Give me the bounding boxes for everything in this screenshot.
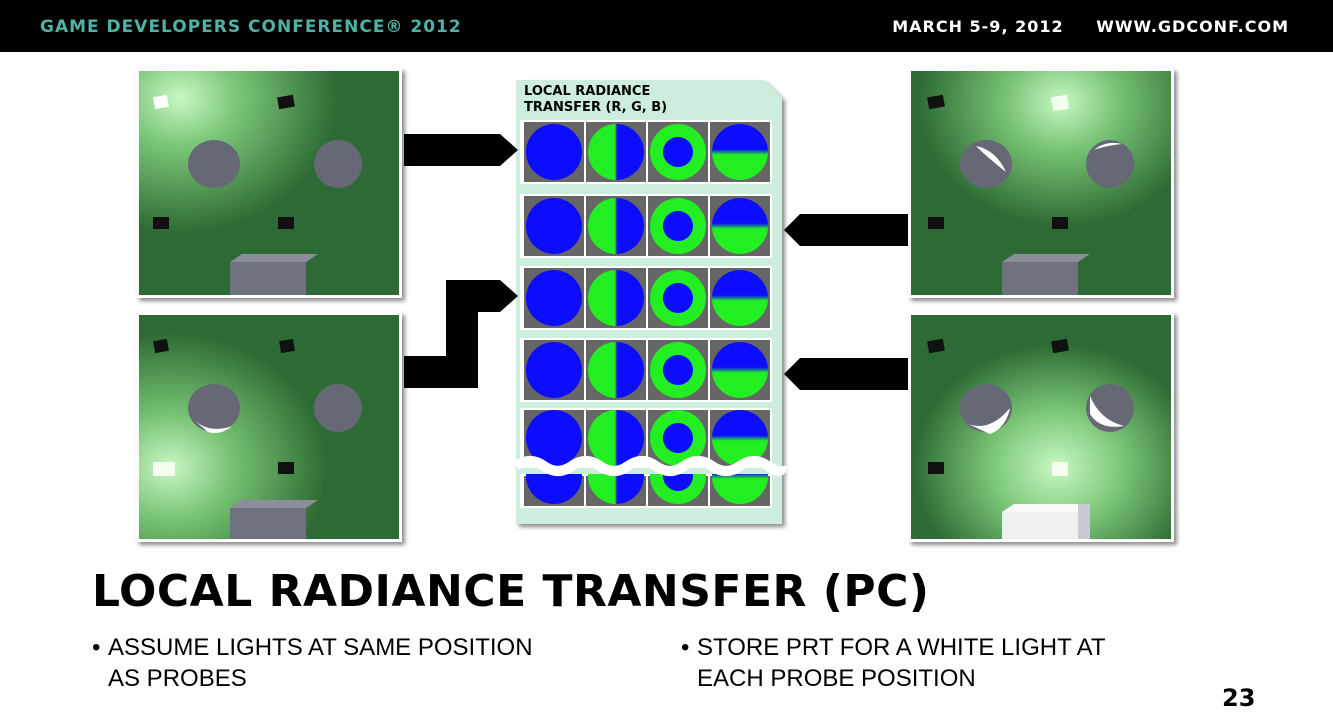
bullet-right: • STORE PRT FOR A WHITE LIGHT AT EACH PR… <box>681 632 1106 694</box>
bullet-right-line2: EACH PROBE POSITION <box>697 665 976 692</box>
scene-bottom-right-objects <box>927 338 1134 539</box>
conference-name: GAME DEVELOPERS CONFERENCE® 2012 <box>40 17 462 37</box>
arrow-top-right-to-row2 <box>784 214 908 246</box>
page-number: 23 <box>1222 684 1256 712</box>
basis-constant <box>526 270 582 326</box>
basis-x <box>588 342 644 398</box>
basis-row <box>520 338 772 402</box>
basis-y <box>712 410 768 466</box>
basis-grid <box>520 120 772 508</box>
scene-bottom-right <box>908 312 1174 542</box>
diagram: LOCAL RADIANCE TRANSFER (R, G, B) <box>136 68 1174 542</box>
scene-bottom-left <box>136 312 402 542</box>
bullet-right-line1: STORE PRT FOR A WHITE LIGHT AT <box>697 634 1106 661</box>
basis-row <box>520 266 772 330</box>
basis-y <box>712 270 768 326</box>
basis-x <box>588 474 644 504</box>
slide-title: LOCAL RADIANCE TRANSFER (PC) <box>92 566 930 617</box>
basis-row <box>520 474 772 508</box>
basis-constant <box>526 474 582 504</box>
basis-constant <box>526 342 582 398</box>
header-bar: GAME DEVELOPERS CONFERENCE® 2012 MARCH 5… <box>0 0 1333 52</box>
scene-top-right-objects <box>927 94 1134 295</box>
conference-dates: MARCH 5-9, 2012 <box>892 17 1064 36</box>
panel-label-line2: TRANSFER (R, G, B) <box>524 100 667 115</box>
basis-constant <box>526 198 582 254</box>
wave-break <box>513 456 787 476</box>
basis-x <box>588 124 644 180</box>
arrow-bottom-left-to-row3 <box>404 280 518 388</box>
bullet-left-line2: AS PROBES <box>108 665 247 692</box>
basis-constant <box>526 410 582 466</box>
basis-x <box>588 198 644 254</box>
basis-row <box>520 120 772 184</box>
basis-x <box>588 410 644 466</box>
basis-y <box>712 342 768 398</box>
basis-y <box>712 474 768 504</box>
basis-y <box>712 198 768 254</box>
arrow-top-left-to-row1 <box>404 134 518 166</box>
basis-constant <box>526 124 582 180</box>
header-right: MARCH 5-9, 2012 WWW.GDCONF.COM <box>866 17 1289 36</box>
basis-y <box>712 124 768 180</box>
basis-row <box>520 408 772 468</box>
scene-bottom-left-objects <box>153 338 362 539</box>
bullet-left-line1: ASSUME LIGHTS AT SAME POSITION <box>108 634 533 661</box>
basis-x <box>588 270 644 326</box>
bullet-left: • ASSUME LIGHTS AT SAME POSITION AS PROB… <box>92 632 533 694</box>
scene-top-left-objects <box>153 94 362 295</box>
basis-row <box>520 194 772 258</box>
scene-top-left <box>136 68 402 298</box>
bullet-dot: • <box>681 634 690 661</box>
panel-label-line1: LOCAL RADIANCE <box>524 84 650 99</box>
bullet-dot: • <box>92 634 101 661</box>
arrow-bottom-right-to-row4 <box>784 358 908 390</box>
conference-website: WWW.GDCONF.COM <box>1096 17 1289 36</box>
